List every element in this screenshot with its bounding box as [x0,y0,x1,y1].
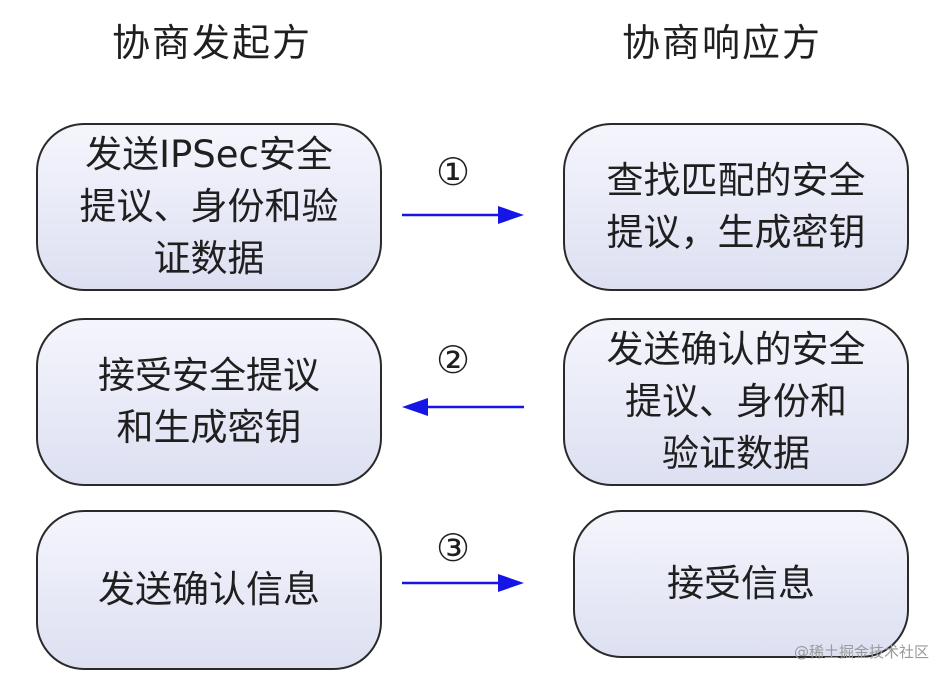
step-1-number: ① [436,150,471,194]
responder-step-3-box: 接受信息 [573,510,909,658]
watermark: @稀土掘金技术社区 [793,643,929,661]
step-2-number: ② [436,338,471,382]
responder-column-title: 协商响应方 [622,21,823,65]
initiator-step-2-box: 接受安全提议 和生成密钥 [36,318,382,486]
step-2-arrow-left [402,398,524,416]
initiator-step-1-text: 发送IPSec安全 提议、身份和验 证数据 [79,133,339,280]
responder-step-1-box: 查找匹配的安全 提议，生成密钥 [563,123,909,291]
responder-step-2-text: 发送确认的安全 提议、身份和 验证数据 [606,328,866,475]
initiator-step-3-box: 发送确认信息 [36,510,382,670]
initiator-step-2-text: 接受安全提议 和生成密钥 [98,354,320,449]
step-1-arrow-right [402,206,524,224]
responder-step-1-text: 查找匹配的安全 提议，生成密钥 [606,159,866,254]
initiator-column-title: 协商发起方 [112,21,313,65]
responder-step-3-text: 接受信息 [667,562,815,605]
step-3-number: ③ [436,526,471,570]
initiator-step-1-box: 发送IPSec安全 提议、身份和验 证数据 [36,123,382,291]
step-3-arrow-right [402,574,524,592]
responder-step-2-box: 发送确认的安全 提议、身份和 验证数据 [563,318,909,486]
initiator-step-3-text: 发送确认信息 [98,568,320,611]
